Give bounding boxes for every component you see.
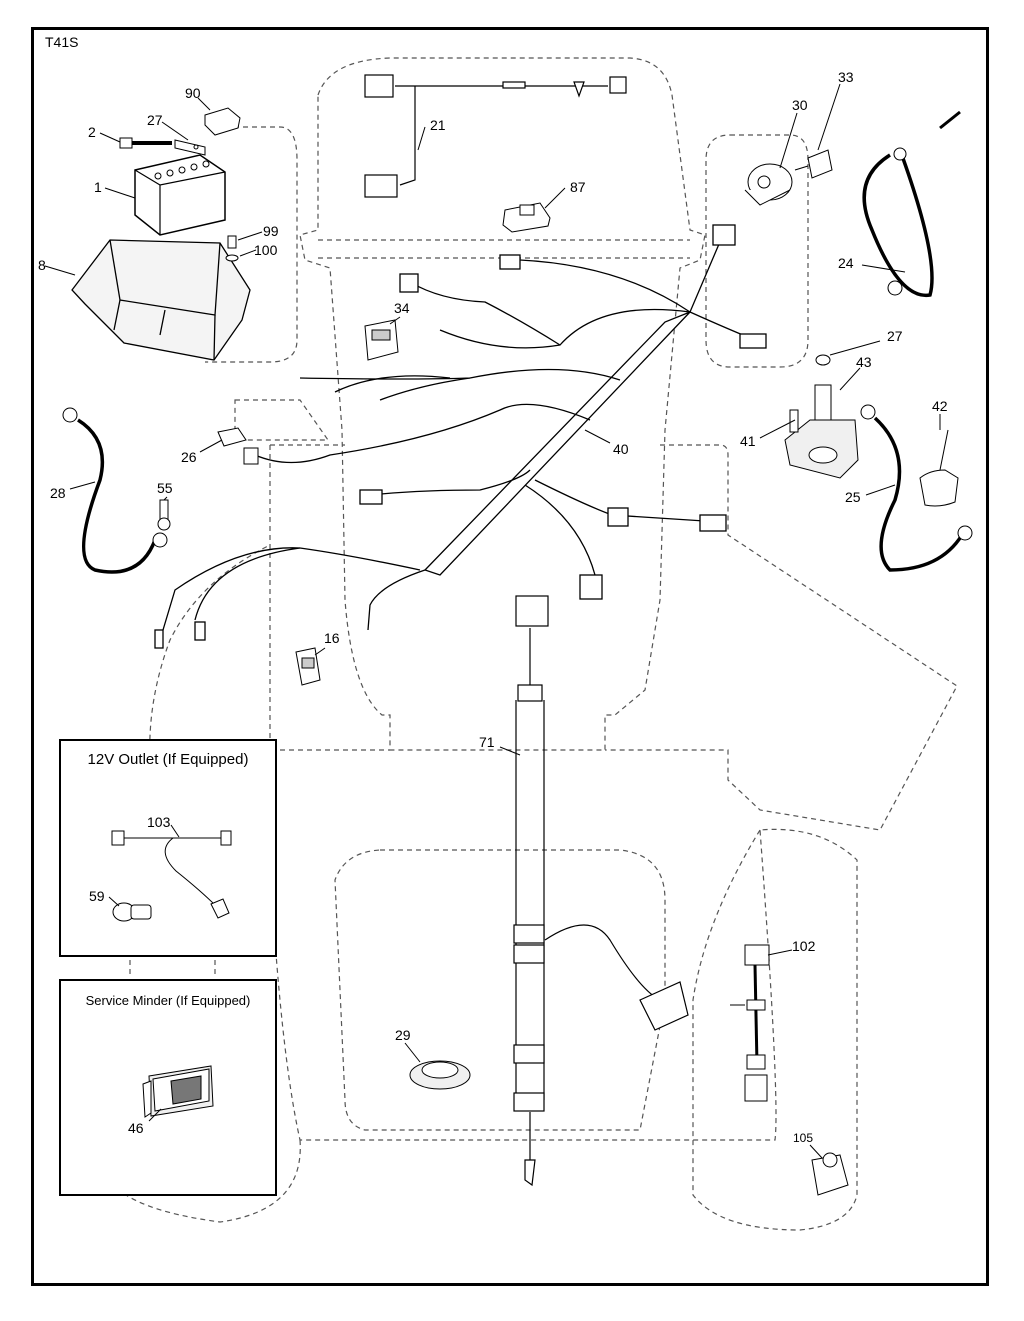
leader-lines	[44, 83, 941, 1159]
callout-28: 28	[50, 485, 66, 501]
callout-34: 34	[394, 300, 410, 316]
main-harness-40-icon	[154, 224, 767, 649]
callout-41: 41	[740, 433, 756, 449]
callout-26: 26	[181, 449, 197, 465]
callout-1: 1	[94, 179, 102, 195]
callout-24: 24	[838, 255, 854, 271]
callout-8: 8	[38, 257, 46, 273]
inset-12v-outlet: 12V Outlet (If Equipped) 103 59	[59, 739, 277, 957]
callout-46: 46	[128, 1120, 144, 1136]
ignition-switch-icon	[744, 163, 793, 206]
outlet-wire-icon	[164, 837, 217, 907]
battery-icon	[134, 154, 226, 236]
harness-71-icon	[513, 595, 689, 1187]
harness-21-icon	[364, 74, 627, 198]
callout-40: 40	[613, 441, 629, 457]
outlet-harness-diagram: 103 59	[89, 814, 232, 922]
callout-103: 103	[147, 814, 171, 830]
cable-25-icon	[860, 404, 973, 572]
callout-99: 99	[263, 223, 279, 239]
service-minder-diagram: 46	[128, 1065, 214, 1136]
screw-55-icon	[157, 499, 171, 531]
callout-25: 25	[845, 489, 861, 505]
relay-87-icon	[502, 202, 551, 233]
service-minder-icon	[142, 1065, 214, 1118]
callout-29: 29	[395, 1027, 411, 1043]
callout-90: 90	[185, 85, 201, 101]
callout-27: 27	[147, 112, 163, 128]
callout-102: 102	[792, 938, 816, 954]
cable-28-icon	[62, 407, 168, 574]
boot-42-icon	[919, 429, 959, 507]
callout-numbers: 90 2 27 1 99 100 8 21 87 30 33 24 34 27 …	[38, 69, 948, 1145]
diagram-border	[31, 27, 989, 1286]
callout-16: 16	[324, 630, 340, 646]
ignition-key-icon	[794, 149, 833, 179]
callout-55: 55	[157, 480, 173, 496]
connector-105-icon	[811, 1152, 849, 1196]
callout-105: 105	[793, 1131, 813, 1145]
callout-2: 2	[88, 124, 96, 140]
callout-33: 33	[838, 69, 854, 85]
cable-24-icon	[862, 110, 961, 297]
grommet-icon	[409, 1060, 471, 1090]
fuse-holder-icon	[217, 427, 259, 465]
terminal-cover-icon	[204, 107, 241, 136]
callout-71: 71	[479, 734, 495, 750]
tractor-outline	[109, 57, 958, 1231]
diagram-title: T41S	[45, 34, 79, 50]
inset-service-title: Service Minder (If Equipped)	[85, 993, 251, 1008]
callout-87: 87	[570, 179, 586, 195]
solenoid-icon	[784, 354, 859, 479]
harness-102-icon	[730, 944, 770, 1102]
callout-59: 59	[89, 888, 105, 904]
callout-30: 30	[792, 97, 808, 113]
inset-12v-title: 12V Outlet (If Equipped)	[87, 751, 249, 768]
inset-service-minder: Service Minder (If Equipped) 46	[59, 979, 277, 1196]
callout-27-right: 27	[887, 328, 903, 344]
switch-34-icon	[364, 319, 399, 361]
callout-42: 42	[932, 398, 948, 414]
callout-43: 43	[856, 354, 872, 370]
connector-16-icon	[295, 647, 321, 686]
screw-icon	[225, 235, 239, 262]
bolt-icon	[119, 137, 172, 149]
battery-hold-down-icon	[174, 139, 206, 156]
battery-tray-icon	[71, 239, 251, 361]
callout-100: 100	[254, 242, 278, 258]
callout-21: 21	[430, 117, 446, 133]
